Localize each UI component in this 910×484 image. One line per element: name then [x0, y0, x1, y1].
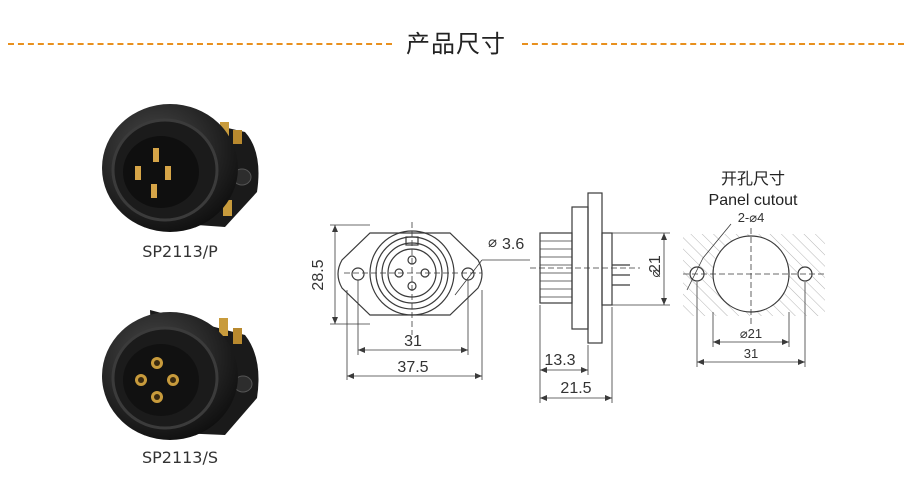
front-inner-width-dimension: 31 [404, 333, 422, 350]
cutout-title-cn: 开孔尺寸 [721, 170, 785, 188]
front-total-width-dimension: 37.5 [397, 359, 428, 376]
front-hole-dimension: 3.6 [502, 236, 524, 253]
front-height-dimension: 28.5 [310, 259, 327, 290]
cutout-hole-label: 2-⌀4 [738, 210, 765, 225]
socket-caption: SP2113/S [141, 448, 219, 467]
plug-caption: SP2113/P [142, 242, 218, 261]
side-length-a-dimension: 13.3 [544, 352, 575, 369]
side-view-drawing: ⌀ 21 13.3 21.5 [530, 192, 670, 403]
front-view-drawing: 28.5 ⌀ 3.6 31 37.5 [310, 222, 530, 380]
diameter-symbol: ⌀ [488, 234, 497, 251]
side-diameter-dimension: 21 [647, 255, 664, 273]
cutout-width-dimension: 31 [744, 346, 758, 361]
section-header: 产品尺寸 [0, 22, 910, 62]
side-diameter-symbol: ⌀ [647, 268, 663, 277]
connector-socket-photo [102, 310, 259, 440]
cutout-diameter-dimension: ⌀21 [740, 326, 762, 341]
cutout-title-en: Panel cutout [709, 192, 799, 209]
section-title: 产品尺寸 [406, 30, 506, 58]
connector-plug-photo [102, 104, 259, 232]
side-length-b-dimension: 21.5 [560, 380, 591, 397]
panel-cutout-drawing: 开孔尺寸 Panel cutout 2-⌀4 ⌀21 31 [683, 170, 825, 367]
right-dashed-divider [522, 43, 904, 45]
left-dashed-divider [8, 43, 392, 45]
